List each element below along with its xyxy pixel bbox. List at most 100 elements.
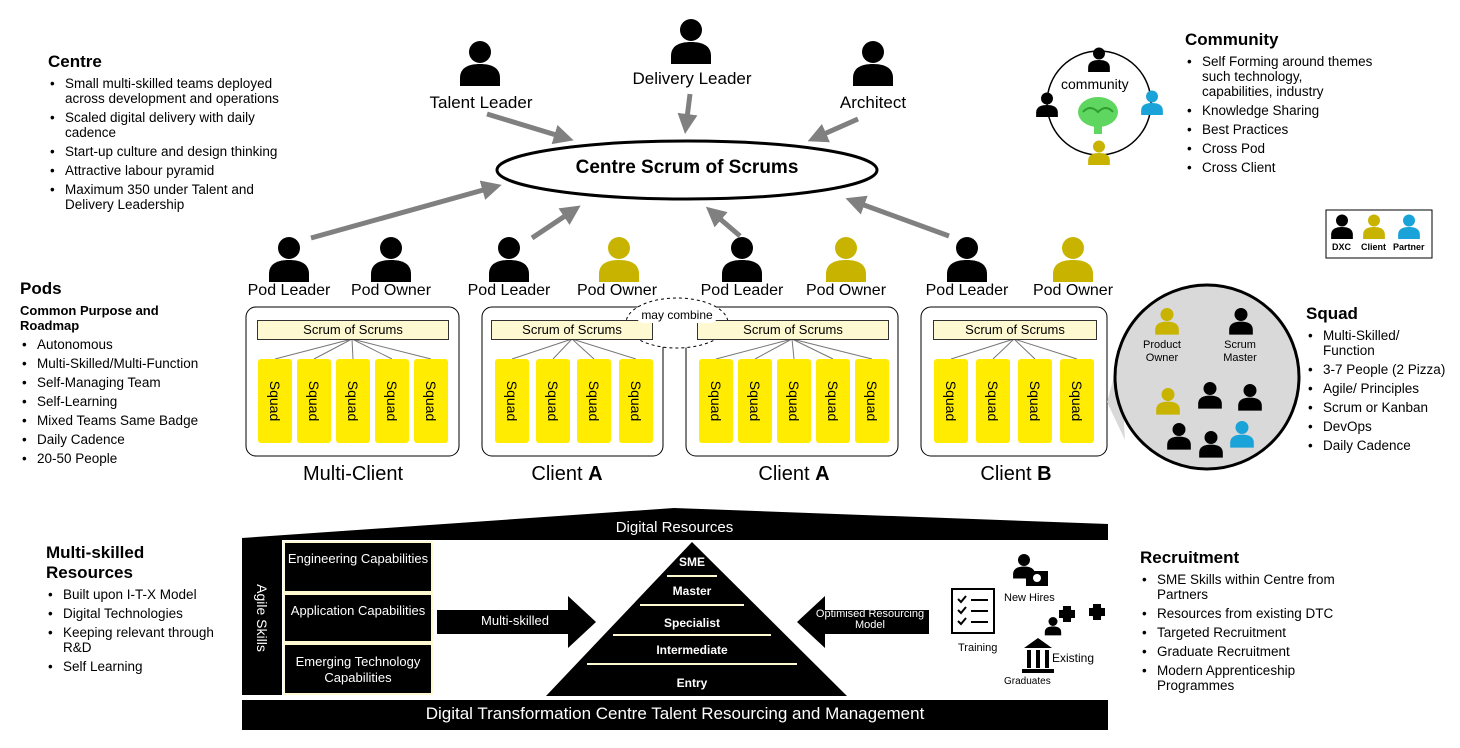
client-label-multi: Multi-Client <box>302 463 404 485</box>
squad-label: Squad <box>1027 380 1043 422</box>
list-item: Agile/ Principles <box>1306 381 1446 396</box>
list-item: Daily Cadence <box>1306 438 1446 453</box>
squad-card: Squad <box>414 359 448 443</box>
squad-label: Squad <box>423 380 439 422</box>
pod-leader-icon-4 <box>947 237 987 282</box>
squad-card: Squad <box>258 359 292 443</box>
list-item: Self-Managing Team <box>20 375 235 390</box>
cap-box-2 <box>283 593 433 643</box>
level-entry: Entry <box>676 676 708 690</box>
digital-header-band <box>242 508 1108 540</box>
squad-label: Squad <box>708 380 724 422</box>
graduates-icon <box>1022 638 1054 673</box>
squad-card: Squad <box>375 359 409 443</box>
community-client-icon <box>1088 140 1110 165</box>
list-item: Multi-Skilled/ Function <box>1306 328 1446 358</box>
level-specialist: Specialist <box>663 616 721 630</box>
squad-label: Squad <box>985 380 1001 422</box>
centre-sos-label: Centre Scrum of Scrums <box>575 157 799 178</box>
pod-leader-icon-1 <box>269 237 309 282</box>
list-item: Start-up culture and design thinking <box>48 144 303 159</box>
squad-list: Multi-Skilled/ Function 3-7 People (2 Pi… <box>1306 328 1446 457</box>
pod-leader-label-1: Pod Leader <box>247 282 331 299</box>
pod-owner-icon-2 <box>599 237 639 282</box>
agile-skills-label: Agile Skills <box>254 584 270 652</box>
squad-label: Squad <box>384 380 400 422</box>
squad-card: Squad <box>699 359 733 443</box>
pod-leader-icon-3 <box>722 237 762 282</box>
list-item: DevOps <box>1306 419 1446 434</box>
squad-card: Squad <box>336 359 370 443</box>
list-item: 20-50 People <box>20 451 235 466</box>
pod-owner-icon-1 <box>371 237 411 282</box>
list-item: Self Learning <box>46 659 216 674</box>
list-item: Attractive labour pyramid <box>48 163 303 178</box>
resources-list: Built upon I-T-X Model Digital Technolog… <box>46 587 216 678</box>
talent-leader-icon <box>460 41 500 86</box>
cap-label-engineering: Engineering Capabilities <box>287 551 429 566</box>
cap-box-1 <box>283 541 433 593</box>
list-item: Targeted Recruitment <box>1140 625 1355 640</box>
resources-title: Multi-skilled Resources <box>46 543 145 582</box>
pod-leader-label-3: Pod Leader <box>700 282 784 299</box>
legend-dxc: DXC <box>1332 242 1352 252</box>
training-icon <box>951 588 995 634</box>
pod-owner-icon-3 <box>826 237 866 282</box>
community-circle-label: community <box>1061 76 1129 92</box>
squad-label: Squad <box>825 380 841 422</box>
list-item: Self Forming around themes such technolo… <box>1185 54 1375 99</box>
graduates-label: Graduates <box>1004 676 1051 687</box>
centre-list: Small multi-skilled teams deployed acros… <box>48 76 303 216</box>
list-item: Built upon I-T-X Model <box>46 587 216 602</box>
scrum-master-label: Scrum Master <box>1223 339 1257 364</box>
may-combine-label: may combine <box>636 307 718 323</box>
pod-owner-label-1: Pod Owner <box>350 282 432 299</box>
list-item: Cross Client <box>1185 160 1375 175</box>
squad-label: Squad <box>943 380 959 422</box>
squad-card: Squad <box>934 359 968 443</box>
list-item: Knowledge Sharing <box>1185 103 1375 118</box>
legend-partner: Partner <box>1393 242 1425 252</box>
client-label-b: Client B <box>980 463 1052 485</box>
list-item: Mixed Teams Same Badge <box>20 413 235 428</box>
community-title: Community <box>1185 30 1279 49</box>
squad-card: Squad <box>297 359 331 443</box>
list-item: Daily Cadence <box>20 432 235 447</box>
talent-pyramid <box>546 542 847 696</box>
pyramid-dividers <box>587 575 797 665</box>
brain-icon <box>1078 97 1118 134</box>
pod-leader-label-4: Pod Leader <box>925 282 1009 299</box>
pod-leader-label-2: Pod Leader <box>467 282 551 299</box>
squad-label: Squad <box>545 380 561 422</box>
agile-skills-bar <box>242 540 282 695</box>
list-item: Autonomous <box>20 337 235 352</box>
digital-header-label: Digital Resources <box>615 519 734 536</box>
talent-leader-label: Talent Leader <box>429 93 533 112</box>
centre-title: Centre <box>48 52 102 71</box>
list-item: Resources from existing DTC <box>1140 606 1355 621</box>
squad-label: Squad <box>267 380 283 422</box>
pod-connectors <box>274 338 1078 360</box>
legend-client: Client <box>1361 242 1387 252</box>
architect-icon <box>853 41 893 86</box>
squad-label: Squad <box>504 380 520 422</box>
existing-label: Existing <box>1052 651 1095 665</box>
squad-label: Squad <box>1069 380 1085 422</box>
pod-sos-box: Scrum of Scrums <box>697 320 889 340</box>
list-item: Digital Technologies <box>46 606 216 621</box>
product-owner-label: Product Owner <box>1143 339 1181 364</box>
pods-list: Autonomous Multi-Skilled/Multi-Function … <box>20 337 235 470</box>
gear-icon <box>1059 604 1105 622</box>
pod-sos-box: Scrum of Scrums <box>257 320 449 340</box>
list-item: Graduate Recruitment <box>1140 644 1355 659</box>
leader-arrows <box>310 93 950 241</box>
squad-label: Squad <box>586 380 602 422</box>
pod-sos-box: Scrum of Scrums <box>933 320 1097 340</box>
squad-card: Squad <box>855 359 889 443</box>
squad-card: Squad <box>1018 359 1052 443</box>
squad-card: Squad <box>495 359 529 443</box>
recruitment-title: Recruitment <box>1140 548 1240 567</box>
list-item: Small multi-skilled teams deployed acros… <box>48 76 303 106</box>
list-item: Cross Pod <box>1185 141 1375 156</box>
squad-card: Squad <box>536 359 570 443</box>
